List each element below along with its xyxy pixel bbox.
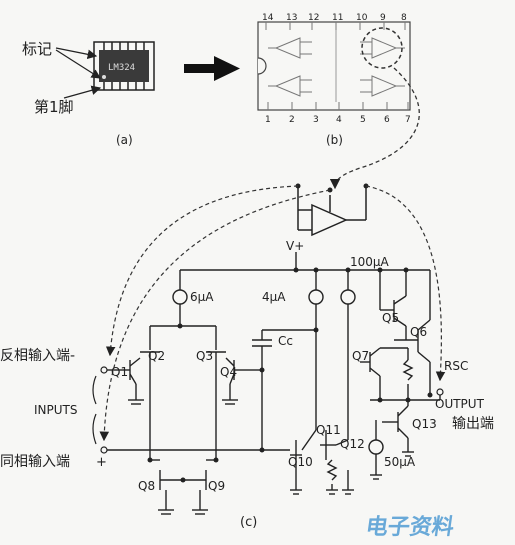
caption-b: (b) [326, 133, 343, 147]
pin-8: 8 [401, 13, 407, 23]
dashed-curve-inv [105, 185, 299, 357]
output-cn-label: 输出端 [452, 416, 494, 432]
watermark-text: 电子资料 [364, 514, 456, 540]
panel-c-circuit [104, 252, 441, 515]
big-arrow-icon [184, 56, 240, 81]
q2-label: Q2 [148, 349, 165, 363]
dashed-curve-noninv [99, 189, 331, 442]
output-label: OUTPUT [435, 397, 485, 411]
pin1-dot [102, 75, 106, 79]
output-terminal [436, 388, 444, 396]
rsc-label: RSC [444, 359, 468, 373]
chip-body [99, 50, 149, 82]
inv-input-label: 反相输入端- [0, 348, 75, 364]
caption-a: (a) [116, 133, 133, 147]
pin-1: 1 [265, 115, 271, 125]
i6-label: 6μA [190, 290, 214, 304]
chip-pins-top [103, 42, 145, 50]
mark-arrow-2 [55, 49, 102, 79]
opamp-top-left [268, 37, 312, 59]
q8-label: Q8 [138, 479, 155, 493]
noninv-input-label: 同相输入端 [0, 454, 70, 470]
pin-numbers-top: 14 13 12 11 10 9 8 [262, 13, 407, 23]
i4-label: 4μA [262, 290, 286, 304]
pin-11: 11 [332, 13, 343, 23]
pin-4: 4 [336, 115, 342, 125]
pin-3: 3 [313, 115, 319, 125]
zoom-curve [329, 67, 420, 190]
cc-label: Cc [278, 334, 293, 348]
q6-label: Q6 [410, 325, 427, 339]
pin-10: 10 [356, 13, 368, 23]
q11-label: Q11 [316, 423, 341, 437]
watermark-logo: 电子资料 [364, 514, 456, 540]
dip-outline [257, 21, 411, 111]
pin1-arrow [63, 85, 102, 99]
transistor-labels: Q1 Q2 Q3 Q4 Q5 Q6 Q7 Q8 Q9 Q10 Q11 Q12 Q… [111, 311, 437, 493]
q7-label: Q7 [352, 349, 369, 363]
inputs-label: INPUTS [34, 403, 77, 417]
pin-9: 9 [380, 13, 386, 23]
panel-a: LM324 标记 第1脚 (a) [22, 40, 155, 147]
q9-label: Q9 [208, 479, 225, 493]
pin-numbers-bottom: 1 2 3 4 5 6 7 [265, 115, 411, 125]
q4-label: Q4 [220, 365, 237, 379]
opamp-top-right [360, 37, 405, 59]
chip-outline [93, 41, 155, 91]
panel-b: 14 13 12 11 10 9 8 1 2 3 4 5 6 7 [257, 13, 411, 147]
inputs-brace [92, 375, 97, 445]
caption-c: (c) [240, 515, 257, 530]
pin-6: 6 [384, 115, 390, 125]
pin-5: 5 [360, 115, 366, 125]
noninv-input-terminal [100, 446, 108, 454]
opamp-bottom-left [268, 75, 312, 97]
pin-7: 7 [405, 115, 411, 125]
dip-notch [257, 57, 267, 75]
mark-arrow-1 [55, 47, 98, 60]
chip-text: LM324 [108, 63, 135, 73]
junction-dots [147, 267, 433, 483]
pin1-label: 第1脚 [34, 98, 74, 116]
opamp-bottom-right [360, 75, 405, 97]
q3-label: Q3 [196, 349, 213, 363]
chip-pins-bottom [103, 82, 145, 90]
opamp-symbol [297, 186, 367, 237]
highlight-circle [361, 27, 403, 69]
pin-14: 14 [262, 13, 274, 23]
inv-input-terminal [100, 366, 108, 374]
q5-label: Q5 [382, 311, 399, 325]
i100-label: 100μA [350, 255, 390, 269]
vplus-label: V+ [286, 239, 304, 253]
pin-13: 13 [286, 13, 297, 23]
dip-pin-stubs [265, 22, 409, 110]
pin-12: 12 [308, 13, 319, 23]
q1-label: Q1 [111, 365, 128, 379]
q13-label: Q13 [412, 417, 437, 431]
i50-label: 50μA [384, 455, 416, 469]
plus-label: + [96, 455, 107, 470]
pin-2: 2 [289, 115, 295, 125]
q10-label: Q10 [288, 455, 313, 469]
mark-label: 标记 [22, 40, 52, 58]
q12-label: Q12 [340, 437, 365, 451]
